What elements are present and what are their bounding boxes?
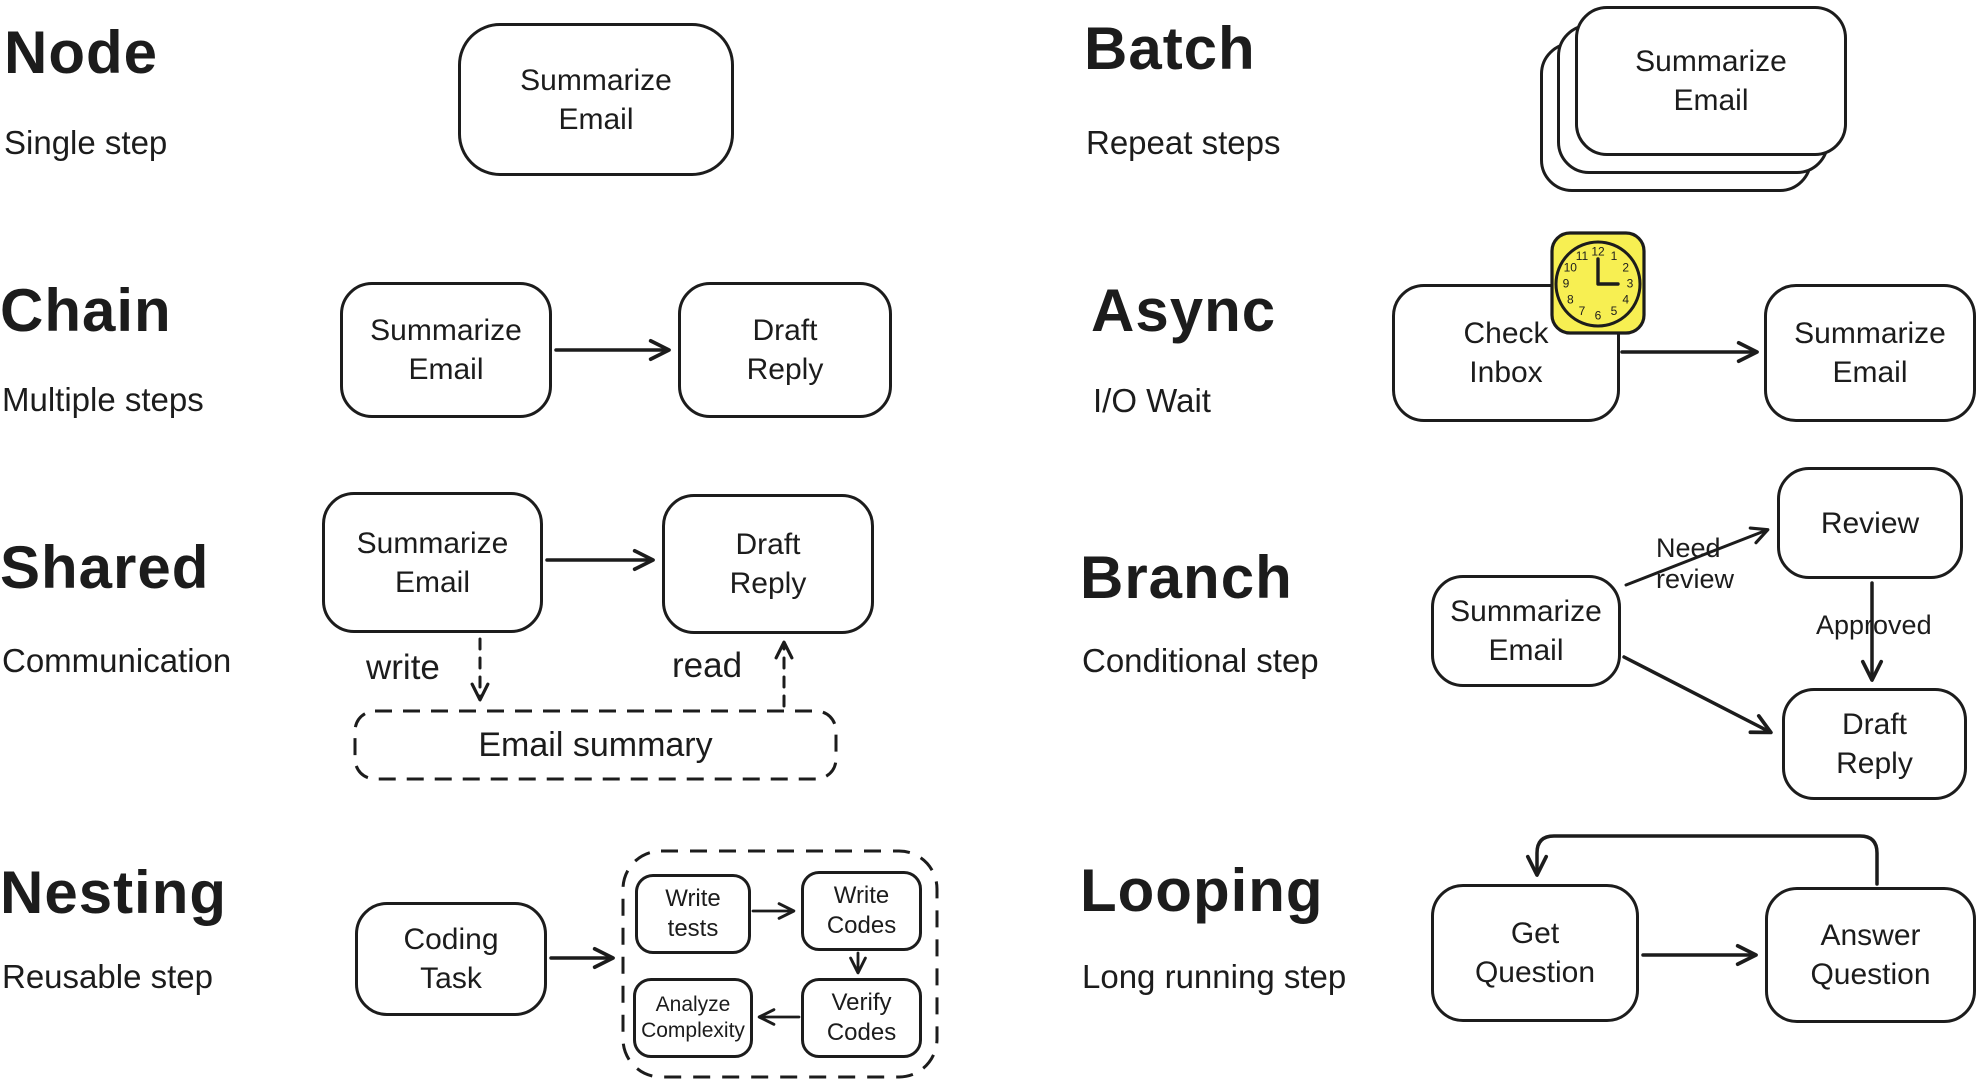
branch-need-review-label: Need review xyxy=(1652,533,1739,596)
chain-box-summarize-email: Summarize Email xyxy=(340,282,552,418)
branch-approved-label: Approved xyxy=(1812,610,1936,642)
looping-subtitle: Long running step xyxy=(1082,958,1347,995)
shared-box-summarize-email: Summarize Email xyxy=(322,492,543,633)
svg-text:2: 2 xyxy=(1622,261,1629,275)
shared-read-label: read xyxy=(672,646,743,685)
nesting-title: Nesting xyxy=(0,859,228,926)
shared-title: Shared xyxy=(0,534,210,601)
branch-title: Branch xyxy=(1080,544,1293,611)
svg-text:3: 3 xyxy=(1627,277,1634,291)
node-box-summarize-email: Summarize Email xyxy=(458,23,734,176)
async-box-check-inbox: Check Inbox xyxy=(1392,284,1620,422)
nesting-box-write-tests: Write tests xyxy=(635,874,751,954)
svg-text:1: 1 xyxy=(1611,249,1618,263)
nesting-box-analyze-complexity: Analyze Complexity xyxy=(633,978,753,1058)
nesting-box-verify-codes: Verify Codes xyxy=(801,978,922,1058)
batch-title: Batch xyxy=(1084,15,1256,82)
shared-write-label: write xyxy=(366,648,440,687)
svg-text:10: 10 xyxy=(1564,261,1578,275)
branch-subtitle: Conditional step xyxy=(1082,642,1319,679)
looping-box-get-question: Get Question xyxy=(1431,884,1639,1022)
nesting-box-write-codes: Write Codes xyxy=(801,871,922,951)
chain-subtitle: Multiple steps xyxy=(2,381,204,418)
branch-box-review: Review xyxy=(1777,467,1963,579)
async-title: Async xyxy=(1091,277,1277,344)
nesting-box-coding-task: Coding Task xyxy=(355,902,547,1016)
svg-text:4: 4 xyxy=(1622,293,1629,307)
svg-text:12: 12 xyxy=(1591,245,1605,259)
looping-title: Looping xyxy=(1080,857,1324,924)
branch-box-draft-reply: Draft Reply xyxy=(1782,688,1967,800)
async-box-summarize-email: Summarize Email xyxy=(1764,284,1976,422)
shared-store-email-summary: Email summary xyxy=(478,725,713,764)
chain-box-draft-reply: Draft Reply xyxy=(678,282,892,418)
async-subtitle: I/O Wait xyxy=(1093,382,1211,419)
clock-hands xyxy=(1596,257,1620,286)
node-title: Node xyxy=(4,19,158,86)
branch-to-draft-arrow xyxy=(1622,655,1773,735)
looping-back-arrow xyxy=(1525,834,1879,886)
chain-title: Chain xyxy=(0,277,172,344)
batch-subtitle: Repeat steps xyxy=(1086,124,1281,161)
branch-box-summarize-email: Summarize Email xyxy=(1431,575,1621,687)
nesting-subtitle: Reusable step xyxy=(2,958,213,995)
node-subtitle: Single step xyxy=(4,124,168,161)
looping-box-answer-question: Answer Question xyxy=(1765,887,1976,1023)
shared-box-draft-reply: Draft Reply xyxy=(662,494,874,634)
batch-card-front: Summarize Email xyxy=(1575,6,1847,156)
svg-text:11: 11 xyxy=(1576,249,1589,263)
shared-subtitle: Communication xyxy=(2,642,232,679)
